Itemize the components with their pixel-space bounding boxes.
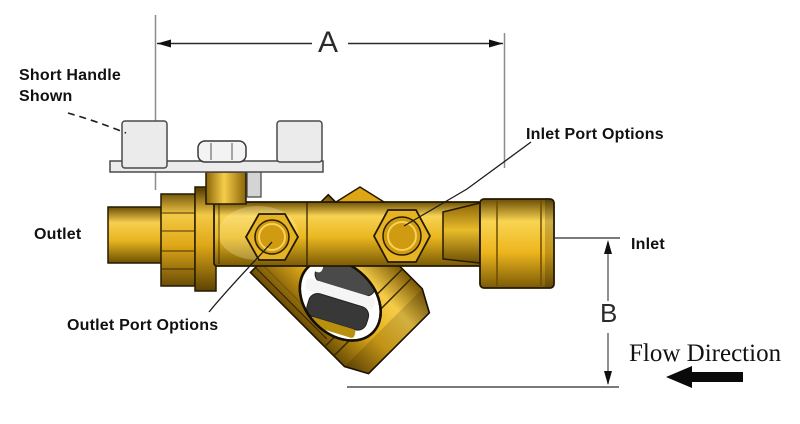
flow-direction-arrow xyxy=(666,366,743,388)
dimension-a-label: A xyxy=(318,26,339,59)
outlet-port-leader-line xyxy=(208,241,273,313)
outlet-pipe-stub xyxy=(107,206,163,264)
valve-stem xyxy=(205,171,247,205)
handle-left-wing xyxy=(121,120,168,169)
valve-handle xyxy=(109,120,324,173)
dimension-b-bottom-arrowhead xyxy=(604,371,612,385)
outlet-port-options-label: Outlet Port Options xyxy=(67,317,219,334)
inlet-port-options-label: Inlet Port Options xyxy=(526,126,664,143)
handle-right-wing xyxy=(276,120,323,163)
strainer-cutaway xyxy=(298,248,382,342)
dimension-a-left-arrowhead xyxy=(157,39,171,48)
outlet-port-hex xyxy=(244,213,300,261)
strainer-peak xyxy=(333,186,387,203)
inlet-port-hex xyxy=(372,209,432,263)
dimension-a xyxy=(157,39,503,48)
short-handle-note: Short Handle Shown xyxy=(19,67,121,105)
inlet-port-leader-line xyxy=(403,141,532,227)
outlet-label: Outlet xyxy=(34,226,82,243)
outlet-union-nut xyxy=(160,186,217,292)
dimension-b-label: B xyxy=(600,298,618,328)
short-handle-leader-line xyxy=(67,112,127,134)
dimension-b xyxy=(347,237,620,388)
handle-nut xyxy=(197,140,247,163)
flow-direction-label: Flow Direction xyxy=(629,340,782,367)
inlet-end-cap xyxy=(479,198,555,289)
dimension-a-right-arrowhead xyxy=(489,39,503,48)
stem-stop-pin xyxy=(246,170,262,198)
leader-lines xyxy=(67,112,532,313)
inlet-connector xyxy=(442,202,481,264)
inlet-label: Inlet xyxy=(631,236,665,253)
dimension-b-top-arrowhead xyxy=(604,240,612,254)
